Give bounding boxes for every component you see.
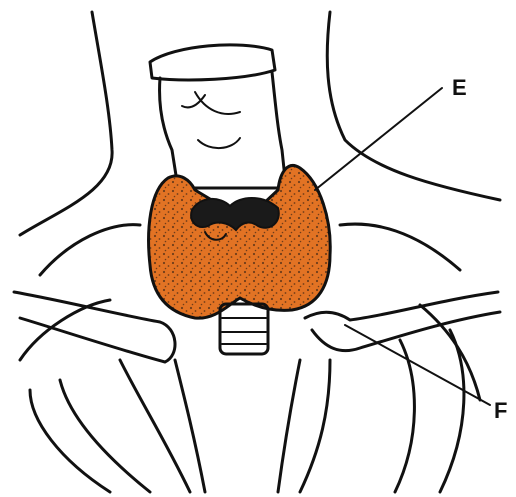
label-e: E — [452, 75, 467, 100]
label-f-group: F — [345, 325, 507, 423]
label-e-group: E — [315, 75, 467, 190]
trachea — [220, 304, 268, 354]
label-e-leader-line — [315, 88, 442, 190]
label-f: F — [494, 398, 507, 423]
larynx — [150, 45, 286, 188]
